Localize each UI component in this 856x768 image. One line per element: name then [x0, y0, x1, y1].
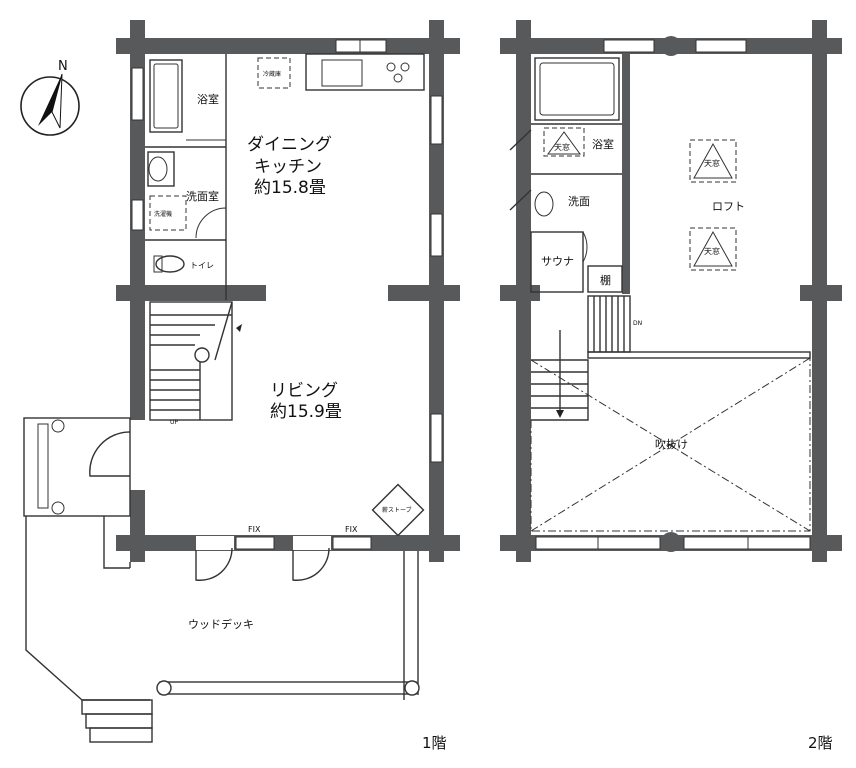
window-north [335, 39, 387, 53]
deck-step-3 [89, 727, 153, 743]
floor2-plan: 天窓 浴室 洗面 サウナ 棚 天窓 天窓 ロフト DN [500, 20, 842, 752]
entrance-porch [23, 417, 131, 517]
fridge-label: 冷蔵庫 [263, 70, 281, 78]
f2-partition [622, 54, 630, 294]
floor2-caption: 2階 [808, 734, 833, 752]
f2-shelf [587, 265, 623, 293]
wall-west-bottom [130, 490, 145, 562]
wall-north [116, 38, 460, 54]
stairs-floor1: UP [149, 301, 242, 426]
deck-label: ウッドデッキ [188, 617, 254, 631]
f2-skylight-a [689, 139, 737, 183]
wash-basin [147, 151, 175, 187]
wall-south [116, 535, 460, 551]
fix-window-right [332, 536, 372, 550]
window-east-3 [430, 413, 443, 463]
f2-stairs: DN [531, 295, 642, 421]
washer-space [149, 195, 187, 231]
f2-window-south-4 [747, 536, 811, 550]
f2-bath-label: 浴室 [592, 137, 614, 151]
dining-label-1: ダイニング [247, 135, 332, 155]
window-wash-west [131, 199, 144, 231]
f2-bathtub [534, 57, 620, 121]
wood-stove: 薪ストーブ [371, 483, 425, 537]
f2-shelf-label: 棚 [600, 273, 611, 287]
f2-skylight-a-label: 天窓 [704, 158, 720, 168]
fix-label-right: FIX [345, 525, 358, 534]
kitchen-sink [321, 59, 363, 87]
door-opening-left [196, 536, 234, 550]
deck-step-1 [81, 699, 153, 715]
fix-window-left [235, 536, 275, 550]
f2-skylight-small-label: 天窓 [554, 142, 570, 152]
washroom-label: 洗面室 [186, 189, 219, 203]
fridge-space [257, 57, 291, 89]
f2-window-north-2 [695, 39, 747, 53]
f2-loft-edge [587, 351, 811, 359]
f2-window-south-3 [683, 536, 749, 550]
stove-burners-icon [386, 62, 410, 83]
fix-label-left: FIX [248, 525, 261, 534]
bathtub [149, 59, 183, 133]
living-label-2: 約15.9畳 [270, 402, 342, 422]
f2-sauna-door[interactable] [582, 231, 588, 263]
kitchen-counter [305, 53, 425, 91]
floor1-caption: 1階 [422, 734, 447, 752]
stove-label: 薪ストーブ [382, 506, 412, 514]
wall-west-lower [130, 300, 145, 420]
up-label: UP [170, 419, 178, 426]
f2-wall-mid-east [800, 285, 842, 301]
f2-void: 吹抜け [530, 357, 811, 532]
f2-skylight-b-label: 天窓 [704, 246, 720, 256]
window-east-1 [430, 95, 443, 145]
dining-label-3: 約15.8畳 [254, 178, 326, 198]
f2-basin [534, 191, 554, 217]
f2-wall-mid-west [500, 285, 540, 301]
dining-label-2: キッチン [254, 157, 322, 177]
floor1-plan: N FIX FIX [20, 20, 460, 752]
toilet-label: トイレ [190, 261, 214, 270]
wood-deck: ウッドデッキ [25, 516, 420, 743]
door-swing-right[interactable] [292, 547, 330, 581]
washroom-door[interactable] [195, 207, 227, 239]
f2-window-north-1 [603, 39, 655, 53]
door-swing-left[interactable] [195, 547, 233, 581]
north-arrow-icon: N [20, 59, 80, 136]
window-east-2 [430, 213, 443, 257]
f2-loft-label: ロフト [712, 200, 745, 213]
f2-sauna-label: サウナ [541, 255, 574, 268]
north-label: N [58, 59, 68, 74]
f2-window-south-1 [535, 536, 599, 550]
wall-middle [116, 285, 266, 301]
entrance-door[interactable] [89, 431, 131, 477]
living-label-1: リビング [270, 381, 338, 401]
f2-skylight-small [543, 127, 585, 157]
window-bath-west [131, 67, 144, 121]
wall-west-upper [130, 20, 145, 300]
f2-window-south-2 [597, 536, 661, 550]
f2-void-label: 吹抜け [655, 437, 688, 451]
deck-step-2 [85, 713, 153, 729]
door-opening-right [293, 536, 331, 550]
toilet-fixture [155, 255, 185, 273]
washer-label: 洗濯機 [154, 210, 172, 218]
bath-label: 浴室 [197, 92, 219, 106]
f2-washbasin-label: 洗面 [568, 195, 590, 208]
f2-dn-label: DN [633, 320, 642, 327]
f2-skylight-b [689, 227, 737, 271]
wall-middle-east [388, 285, 460, 301]
